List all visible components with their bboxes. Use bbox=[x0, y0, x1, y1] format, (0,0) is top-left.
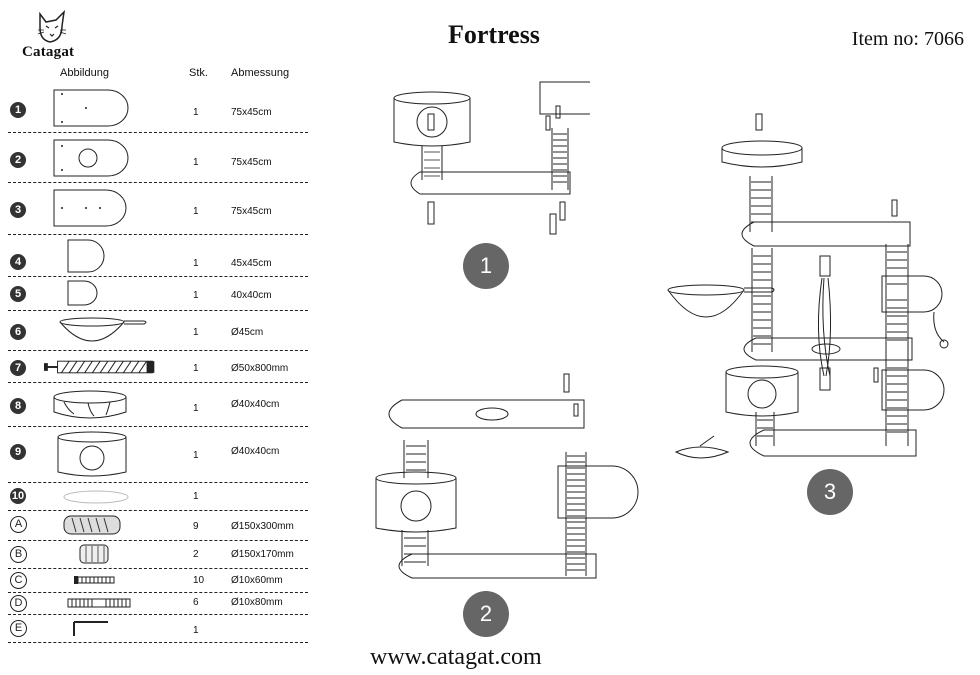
short-post-icon bbox=[79, 544, 109, 564]
table-row: 6 1 Ø45cm bbox=[8, 310, 308, 351]
table-row: C 10 Ø10x60mm bbox=[8, 568, 308, 593]
page-title: Fortress bbox=[448, 20, 540, 49]
part-id-badge: 8 bbox=[10, 398, 26, 414]
sisal-post-icon bbox=[63, 515, 121, 535]
cave-drum-icon bbox=[57, 431, 127, 477]
part-dim: 45x45cm bbox=[231, 258, 272, 269]
part-dim: 75x45cm bbox=[231, 206, 272, 217]
table-row: 9 1 Ø40x40cm bbox=[8, 426, 308, 483]
part-qty: 1 bbox=[193, 107, 199, 118]
parts-list: 1 1 75x45cm 2 1 75x45cm 3 1 75x45cm 4 bbox=[8, 82, 308, 643]
part-dim: Ø10x80mm bbox=[231, 597, 283, 608]
part-qty: 1 bbox=[193, 403, 199, 414]
part-id-badge: E bbox=[10, 620, 27, 637]
part-dim: Ø45cm bbox=[231, 327, 264, 338]
table-row: 1 1 75x45cm bbox=[8, 82, 308, 133]
step-number-badge: 2 bbox=[463, 591, 509, 637]
part-qty: 6 bbox=[193, 597, 199, 608]
col-header-picture: Abbildung bbox=[60, 67, 109, 79]
step-3-diagram bbox=[667, 113, 949, 459]
table-row: E 1 bbox=[8, 614, 308, 643]
d-shaped-board-icon bbox=[53, 189, 127, 227]
cat-logo-icon bbox=[37, 10, 67, 43]
brand-logo: Catagat bbox=[22, 10, 82, 62]
table-row: A 9 Ø150x300mm bbox=[8, 510, 308, 541]
table-row: 4 1 45x45cm bbox=[8, 234, 308, 277]
part-qty: 1 bbox=[193, 327, 199, 338]
part-qty: 1 bbox=[193, 450, 199, 461]
website-url[interactable]: www.catagat.com bbox=[370, 644, 542, 670]
part-dim: Ø150x170mm bbox=[231, 549, 294, 560]
col-header-qty: Stk. bbox=[189, 67, 208, 79]
part-qty: 2 bbox=[193, 549, 199, 560]
part-qty: 10 bbox=[193, 575, 205, 586]
bed-ring-icon bbox=[53, 390, 127, 419]
table-row: 2 1 75x45cm bbox=[8, 132, 308, 183]
part-id-badge: 9 bbox=[10, 444, 26, 460]
part-qty: 1 bbox=[193, 363, 199, 374]
part-qty: 1 bbox=[193, 206, 199, 217]
item-number: Item no: 7066 bbox=[851, 28, 964, 50]
part-id-badge: 6 bbox=[10, 324, 26, 340]
part-qty: 1 bbox=[193, 258, 199, 269]
cushion-icon bbox=[63, 490, 129, 504]
part-id-badge: 10 bbox=[10, 488, 26, 504]
part-dim: Ø40x40cm bbox=[231, 399, 280, 410]
part-id-badge: 2 bbox=[10, 152, 26, 168]
allen-key-icon bbox=[73, 621, 108, 636]
brand-name: Catagat bbox=[22, 44, 75, 60]
screw-icon bbox=[74, 576, 115, 584]
part-id-badge: A bbox=[10, 516, 27, 533]
board-with-hole-icon bbox=[53, 139, 129, 177]
part-qty: 1 bbox=[193, 491, 199, 502]
table-row: 10 1 bbox=[8, 482, 308, 511]
part-dim: Ø150x300mm bbox=[231, 521, 294, 532]
part-id-badge: 5 bbox=[10, 286, 26, 302]
part-qty: 1 bbox=[193, 625, 199, 636]
step-1-diagram bbox=[393, 81, 590, 235]
part-id-badge: 4 bbox=[10, 254, 26, 270]
part-dim: Ø50x800mm bbox=[231, 363, 289, 374]
table-row: D 6 Ø10x80mm bbox=[8, 592, 308, 615]
part-id-badge: 3 bbox=[10, 202, 26, 218]
small-board-icon bbox=[67, 280, 98, 306]
part-dim: Ø40x40cm bbox=[231, 446, 280, 457]
table-row: 8 1 Ø40x40cm bbox=[8, 382, 308, 427]
double-screw-icon bbox=[67, 598, 131, 608]
step-number-badge: 1 bbox=[463, 243, 509, 289]
table-row: B 2 Ø150x170mm bbox=[8, 540, 308, 569]
part-dim: 75x45cm bbox=[231, 107, 272, 118]
part-id-badge: C bbox=[10, 572, 27, 589]
part-id-badge: 1 bbox=[10, 102, 26, 118]
part-id-badge: D bbox=[10, 595, 27, 612]
part-dim: 75x45cm bbox=[231, 157, 272, 168]
hammock-bowl-icon bbox=[59, 317, 147, 342]
table-row: 3 1 75x45cm bbox=[8, 182, 308, 235]
part-dim: 40x40cm bbox=[231, 290, 272, 301]
small-board-icon bbox=[67, 239, 105, 273]
table-row: 7 1 Ø50x800mm bbox=[8, 350, 308, 383]
part-id-badge: B bbox=[10, 546, 27, 563]
step-2-diagram bbox=[375, 373, 639, 579]
d-shaped-board-icon bbox=[53, 89, 129, 127]
part-qty: 1 bbox=[193, 290, 199, 301]
part-qty: 1 bbox=[193, 157, 199, 168]
rope-post-icon bbox=[44, 360, 155, 374]
part-dim: Ø10x60mm bbox=[231, 575, 283, 586]
part-id-badge: 7 bbox=[10, 360, 26, 376]
table-row: 5 1 40x40cm bbox=[8, 276, 308, 311]
step-number-badge: 3 bbox=[807, 469, 853, 515]
col-header-dim: Abmessung bbox=[231, 67, 290, 79]
part-qty: 9 bbox=[193, 521, 199, 532]
